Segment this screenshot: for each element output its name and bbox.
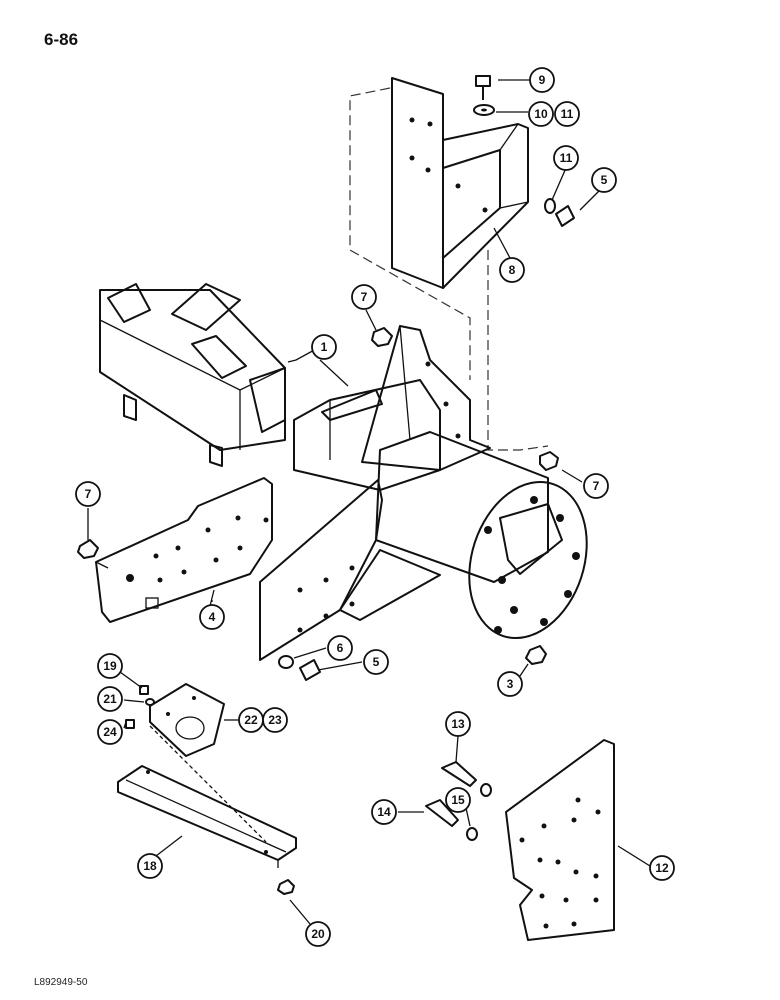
svg-text:5: 5 bbox=[601, 173, 608, 187]
svg-text:1: 1 bbox=[321, 340, 328, 354]
callout-3: 3 bbox=[497, 671, 523, 697]
part-8-upper-bracket bbox=[391, 77, 529, 289]
callout-12: 12 bbox=[649, 855, 675, 881]
page-number: 6-86 bbox=[44, 30, 79, 49]
part-12-rear-plate bbox=[505, 739, 615, 941]
svg-text:15: 15 bbox=[451, 793, 465, 807]
callout-21: 21 bbox=[97, 686, 123, 712]
callout-1: 1 bbox=[311, 334, 337, 360]
part-1-main-frame bbox=[99, 283, 588, 661]
figure-reference: L892949-50 bbox=[34, 977, 88, 988]
svg-text:3: 3 bbox=[507, 677, 514, 691]
svg-text:24: 24 bbox=[103, 725, 117, 739]
callout-11-mid: 11 bbox=[553, 145, 579, 171]
svg-text:13: 13 bbox=[451, 717, 465, 731]
callout-18: 18 bbox=[137, 853, 163, 879]
svg-text:22: 22 bbox=[244, 713, 258, 727]
svg-text:20: 20 bbox=[311, 927, 325, 941]
svg-text:4: 4 bbox=[209, 610, 216, 624]
hardware bbox=[77, 75, 575, 895]
part-4-side-plate bbox=[95, 477, 273, 623]
assembly-guide-line bbox=[349, 87, 549, 451]
callout-8: 8 bbox=[499, 257, 525, 283]
leader-lines bbox=[87, 79, 651, 925]
svg-text:14: 14 bbox=[377, 805, 391, 819]
svg-text:21: 21 bbox=[103, 692, 117, 706]
svg-text:7: 7 bbox=[361, 290, 368, 304]
callout-4: 4 bbox=[199, 604, 225, 630]
callout-24: 24 bbox=[97, 719, 123, 745]
callout-6: 6 bbox=[327, 635, 353, 661]
callout-20: 20 bbox=[305, 921, 331, 947]
callout-15: 15 bbox=[445, 787, 471, 813]
callout-13: 13 bbox=[445, 711, 471, 737]
callout-7-left: 7 bbox=[75, 481, 101, 507]
callout-19: 19 bbox=[97, 653, 123, 679]
svg-text:8: 8 bbox=[509, 263, 516, 277]
callout-5-top: 5 bbox=[591, 167, 617, 193]
svg-text:5: 5 bbox=[373, 655, 380, 669]
svg-text:7: 7 bbox=[85, 487, 92, 501]
part-18-angle-support bbox=[117, 725, 297, 868]
svg-text:18: 18 bbox=[143, 859, 157, 873]
svg-text:9: 9 bbox=[539, 73, 546, 87]
part-22-23-mounting-bracket bbox=[149, 683, 225, 757]
svg-text:6: 6 bbox=[337, 641, 344, 655]
callout-11-top: 11 bbox=[554, 101, 580, 127]
callout-9: 9 bbox=[529, 67, 555, 93]
svg-text:10: 10 bbox=[534, 107, 548, 121]
svg-text:19: 19 bbox=[103, 659, 117, 673]
callout-23: 23 bbox=[262, 707, 288, 733]
callout-22: 22 bbox=[238, 707, 264, 733]
svg-text:11: 11 bbox=[560, 151, 573, 165]
svg-text:11: 11 bbox=[561, 107, 574, 121]
callout-7-right: 7 bbox=[583, 473, 609, 499]
callout-10: 10 bbox=[528, 101, 554, 127]
callout-7-top: 7 bbox=[351, 284, 377, 310]
svg-text:7: 7 bbox=[593, 479, 600, 493]
svg-text:23: 23 bbox=[268, 713, 282, 727]
callout-5-bottom: 5 bbox=[363, 649, 389, 675]
callout-14: 14 bbox=[371, 799, 397, 825]
svg-text:12: 12 bbox=[655, 861, 669, 875]
